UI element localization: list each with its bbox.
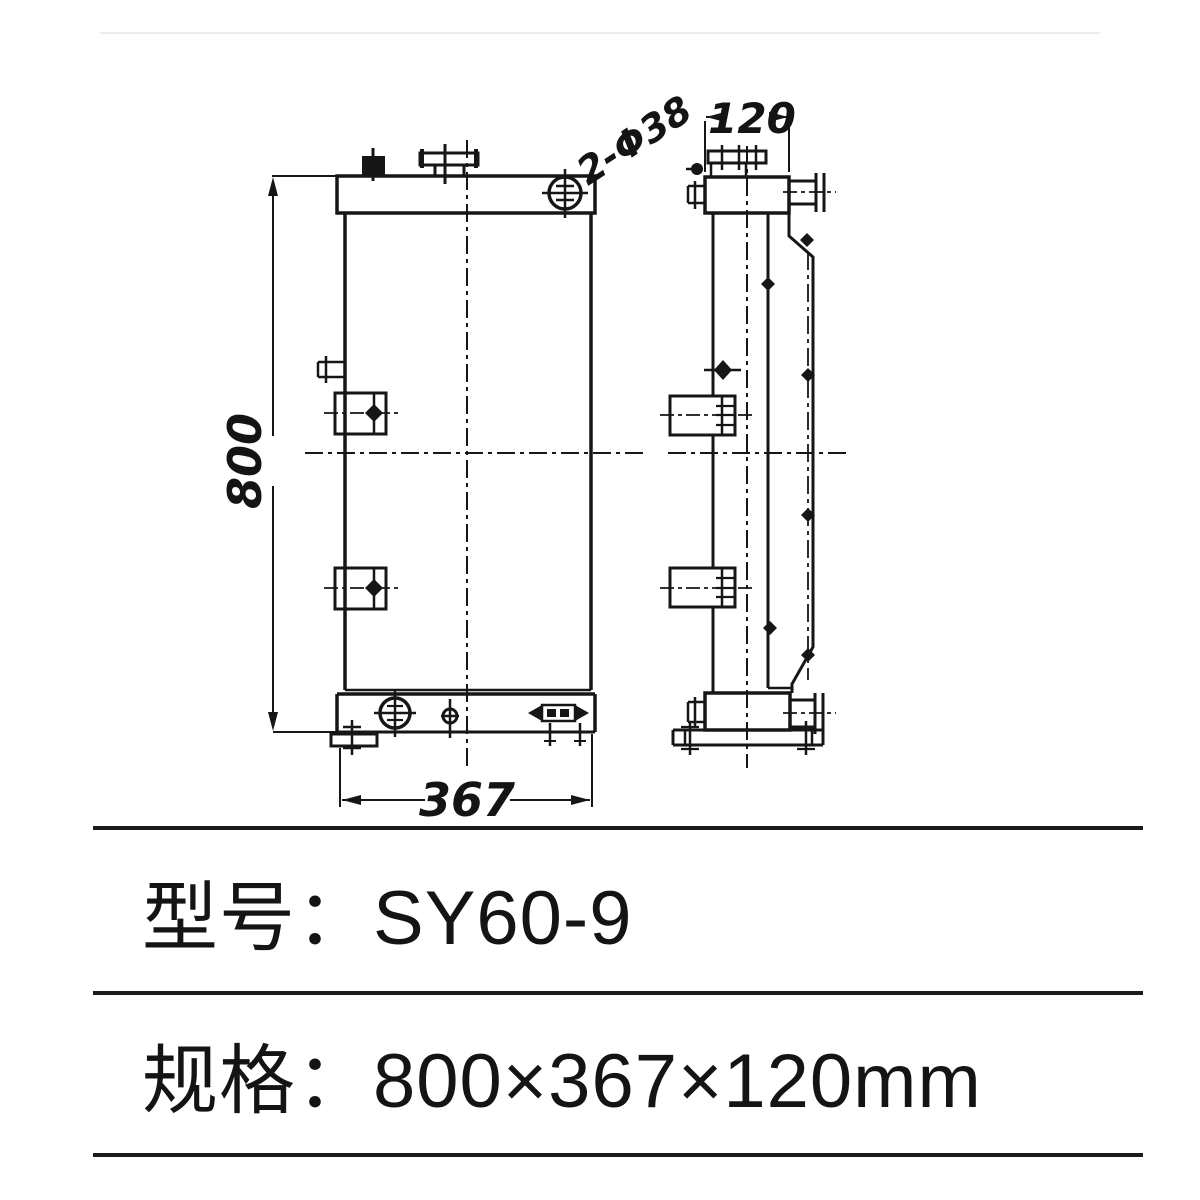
- technical-drawing: 800: [218, 87, 846, 826]
- outlet-slot-symbol: [528, 703, 589, 746]
- base-plate: [671, 721, 825, 755]
- side-top-tank: [686, 145, 836, 215]
- drain-plug-symbol: [374, 691, 416, 737]
- fan-shroud-outline: [787, 213, 815, 693]
- side-body: [660, 213, 815, 693]
- top-faint-rule: [100, 32, 1100, 34]
- dimension-367: 367: [339, 734, 593, 826]
- side-view: 120: [660, 94, 846, 768]
- small-port-symbol: [441, 699, 459, 738]
- inlet-pipe: [783, 173, 836, 212]
- front-bracket-upper: [324, 391, 400, 436]
- size-row: 规格：800×367×120mm: [142, 995, 982, 1153]
- front-bottom-tank: [329, 691, 597, 755]
- side-bracket-lower: [660, 566, 752, 609]
- side-bracket-upper: [660, 394, 752, 437]
- front-foot: [329, 720, 379, 755]
- size-text: 规格：800×367×120mm: [142, 1039, 982, 1124]
- dimension-120: 120: [704, 94, 796, 172]
- height-dimension-label: 800: [218, 413, 272, 509]
- dimension-800: 800: [218, 175, 338, 733]
- model-text: 型号：SY60-9: [142, 875, 633, 961]
- width-dimension-label: 367: [419, 773, 515, 826]
- filler-cap-symbol: [542, 169, 588, 218]
- left-stub-fitting: [316, 356, 345, 383]
- side-bottom-tank: [671, 691, 836, 755]
- depth-dimension-label: 120: [708, 94, 796, 143]
- separator-top: [93, 826, 1143, 830]
- front-view: 800: [218, 87, 700, 826]
- separator-bottom: [93, 1153, 1143, 1157]
- filler-neck: [418, 144, 480, 184]
- front-top-tank: [335, 144, 597, 218]
- front-bracket-lower: [324, 566, 400, 611]
- front-core: [316, 213, 593, 692]
- hole-count-label: 2-Φ38: [569, 87, 700, 193]
- separator-middle: [93, 991, 1143, 995]
- model-row: 型号：SY60-9: [142, 830, 633, 991]
